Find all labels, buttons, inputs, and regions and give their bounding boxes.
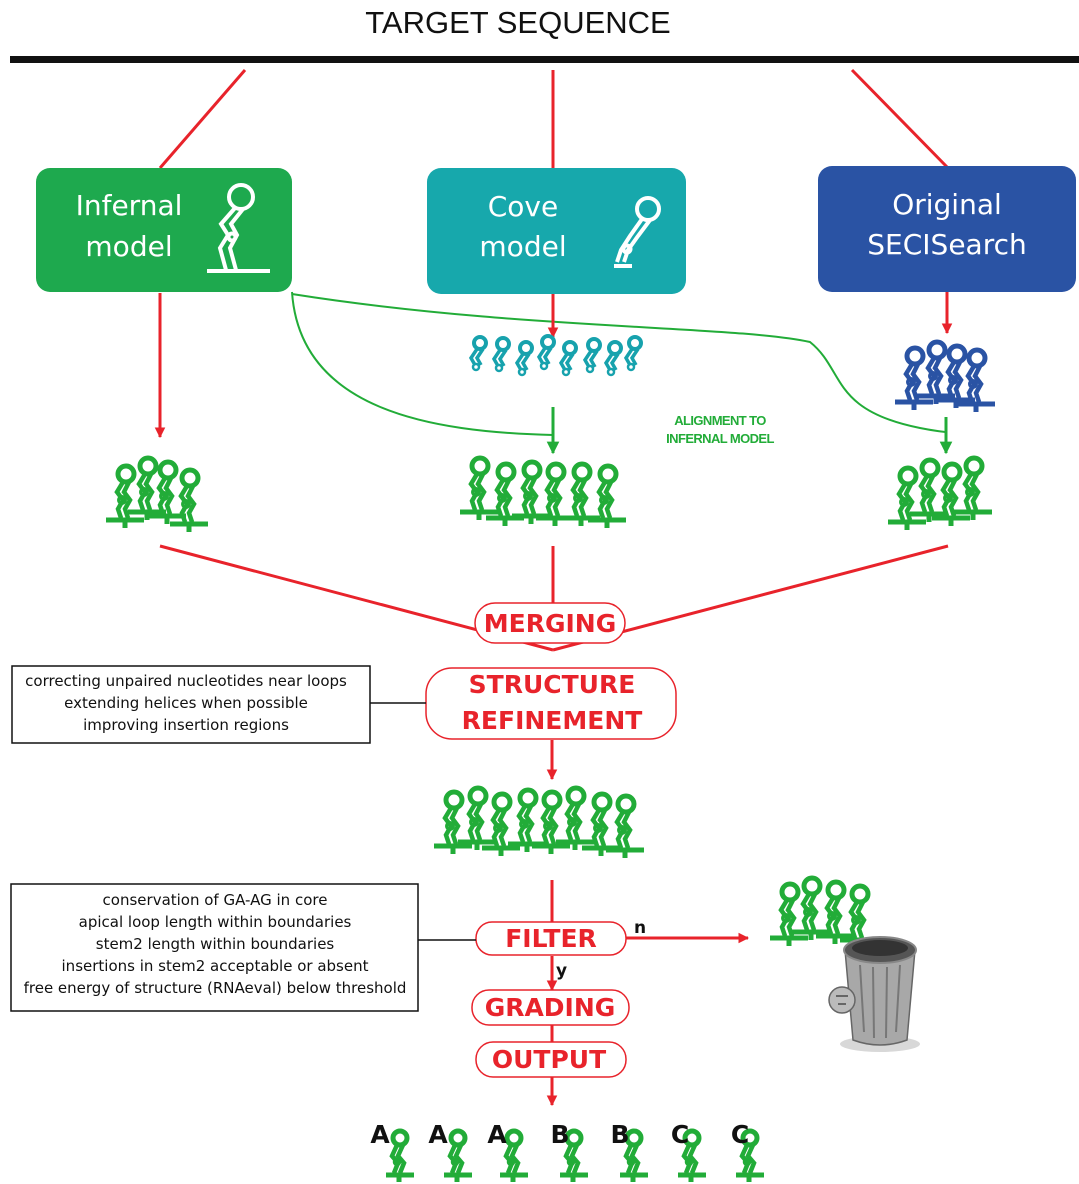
grade-label: A — [487, 1120, 507, 1149]
alignment-curves — [291, 291, 947, 436]
filter-note: apical loop length within boundaries — [79, 913, 352, 931]
grading-step-label: GRADING — [485, 993, 616, 1022]
refinement-notes-box — [11, 665, 371, 744]
cove-model-label-line2: model — [479, 230, 566, 263]
structure-refinement-label-line2: REFINEMENT — [462, 706, 643, 735]
secis-hairpin-icon — [614, 196, 661, 268]
merging-step-box — [474, 602, 626, 644]
structure-refinement-label-line1: STRUCTURE — [469, 670, 636, 699]
grade-label: A — [428, 1120, 448, 1149]
cove-model-box: Cove model — [427, 168, 686, 294]
secisearch-aligned-structure-set — [888, 458, 992, 530]
alignment-note-line2: INFERNAL MODEL — [666, 431, 774, 446]
filter-note: free energy of structure (RNAeval) below… — [24, 979, 407, 997]
filter-note: insertions in stem2 acceptable or absent — [62, 957, 369, 975]
model-output-arrows — [154, 292, 953, 439]
grade-label: C — [731, 1120, 749, 1149]
filter-notes-box — [10, 883, 419, 1012]
infernal-model-box: Infernal model — [36, 168, 292, 292]
refinement-note: improving insertion regions — [83, 716, 289, 734]
infernal-model-label-line1: Infernal — [76, 189, 183, 222]
cove-candidate-structures — [469, 334, 643, 377]
cove-aligned-structure-set — [460, 458, 626, 528]
cove-model-label-line1: Cove — [488, 190, 558, 223]
alignment-arrows — [546, 407, 953, 455]
original-secisearch-box: Original SECISearch — [818, 166, 1076, 292]
original-secisearch-label-line2: SECISearch — [867, 228, 1026, 261]
grade-label: C — [671, 1120, 689, 1149]
output-step-label: OUTPUT — [492, 1045, 606, 1074]
secis-hairpin-icon — [207, 183, 270, 273]
refined-structure-set — [434, 788, 644, 858]
original-secisearch-label-line1: Original — [892, 188, 1002, 221]
refinement-note: extending helices when possible — [64, 694, 308, 712]
alignment-note-line1: ALIGNMENT TO — [674, 413, 766, 428]
filter-accept-label: y — [556, 961, 567, 981]
grade-label: A — [370, 1120, 390, 1149]
filter-step-label: FILTER — [505, 924, 597, 953]
filter-note: conservation of GA-AG in core — [103, 891, 328, 909]
infernal-model-label-line2: model — [85, 230, 172, 263]
target-sequence-bar — [10, 56, 1079, 63]
grade-label: B — [550, 1120, 569, 1149]
filter-reject-label: n — [634, 918, 646, 938]
merging-step-label: MERGING — [484, 609, 616, 638]
infernal-structure-set — [106, 458, 208, 532]
rejected-structure-set — [770, 878, 878, 948]
trash-can-icon — [828, 936, 920, 1052]
diagram-title: TARGET SEQUENCE — [365, 5, 670, 40]
filter-note: stem2 length within boundaries — [96, 935, 335, 953]
sequence-to-model-lines — [158, 68, 950, 170]
grade-label: B — [610, 1120, 629, 1149]
secisearch-candidate-structures — [895, 342, 995, 412]
refinement-note: correcting unpaired nucleotides near loo… — [25, 672, 347, 690]
